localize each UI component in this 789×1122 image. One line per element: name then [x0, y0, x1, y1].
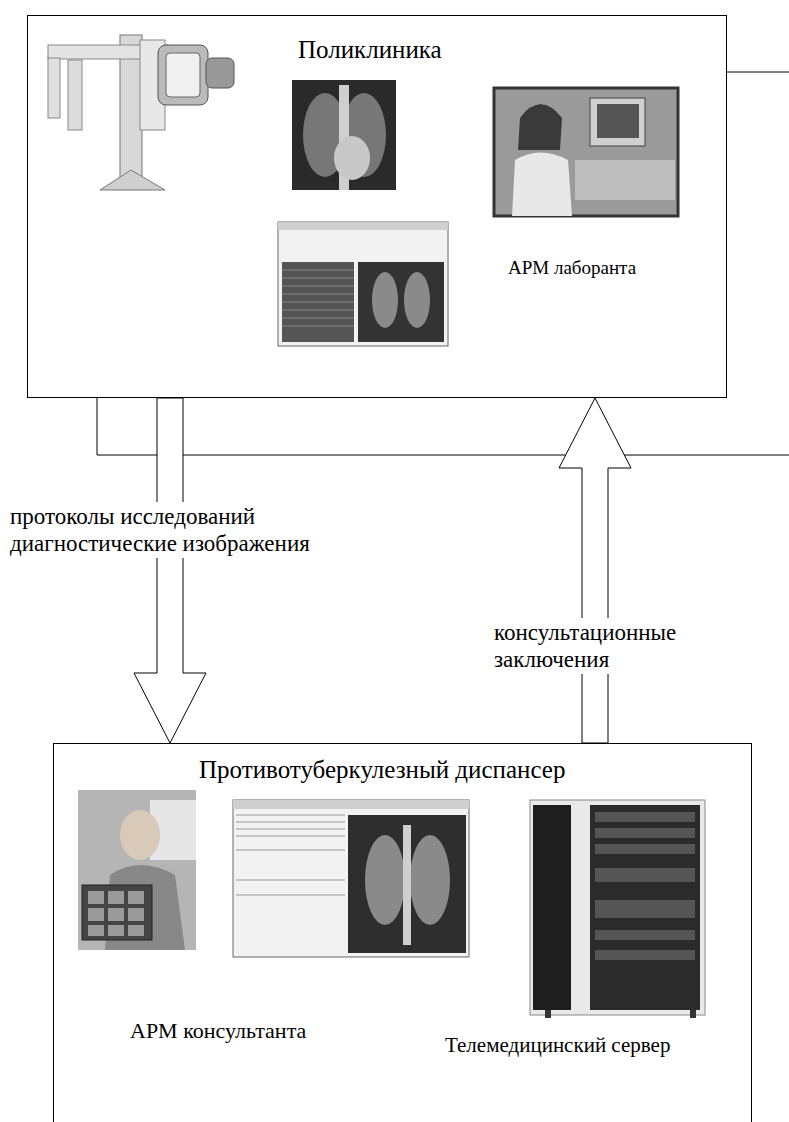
software-screenshot [278, 222, 448, 346]
software-screenshot [233, 800, 469, 957]
doctor-photo [78, 790, 196, 950]
region-box: Противотуберкулезный диспансер [53, 743, 752, 1122]
chest-xray [292, 80, 396, 190]
box-title: Противотуберкулезный диспансер [199, 756, 565, 784]
region-box: Поликлиника [27, 15, 727, 398]
edge-label: протоколы исследований диагностические и… [8, 502, 372, 558]
shadow-line [727, 72, 789, 73]
shadow-line [97, 398, 789, 455]
hollow-arrow [134, 398, 206, 743]
technician-photo [494, 88, 678, 216]
caption: Телемедицинский сервер [445, 1033, 670, 1058]
caption: АРМ консультанта [130, 1018, 306, 1044]
box-title: Поликлиника [298, 36, 442, 64]
caption: АРМ лаборанта [508, 257, 636, 279]
edge-label: консультационные заключения [492, 618, 736, 674]
server-rack [530, 800, 705, 1018]
hollow-arrow [559, 398, 631, 743]
xray-machine [48, 35, 234, 190]
